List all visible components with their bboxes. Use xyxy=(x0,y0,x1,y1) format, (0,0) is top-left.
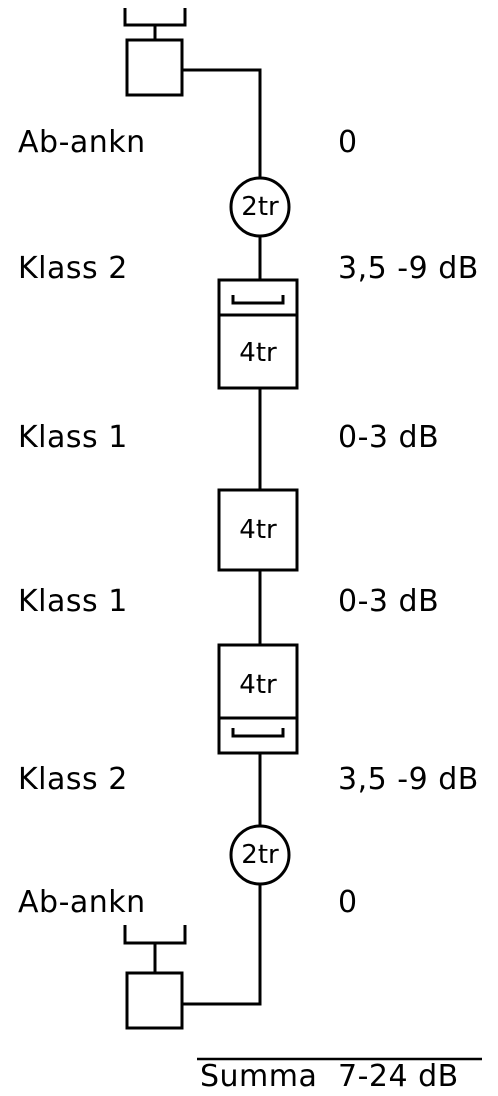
subscriber-line-top xyxy=(182,68,262,178)
hybrid-bottom-label: 2tr xyxy=(241,840,279,870)
exchange-3-box xyxy=(217,643,299,755)
stage-loss: 3,5 -9 dB xyxy=(338,762,479,797)
stage-name: Klass 1 xyxy=(18,420,128,455)
stage-loss: 0 xyxy=(338,885,358,920)
exchange-1-box xyxy=(217,278,299,390)
summary-label: Summa xyxy=(200,1059,318,1094)
stage-name: Klass 2 xyxy=(18,762,128,797)
summary-value: 7-24 dB xyxy=(338,1059,459,1094)
hybrid-top-label: 2tr xyxy=(241,192,279,222)
stage-name: Ab-ankn xyxy=(18,125,146,160)
stage-name: Klass 1 xyxy=(18,584,128,619)
subscriber-line-bottom xyxy=(182,884,262,1006)
stage-loss: 0-3 dB xyxy=(338,584,440,619)
telephone-top-icon xyxy=(123,8,187,97)
exchange-2-label: 4tr xyxy=(239,515,277,545)
stage-loss: 0 xyxy=(338,125,358,160)
stage-loss: 3,5 -9 dB xyxy=(338,251,479,286)
stage-name: Klass 2 xyxy=(18,251,128,286)
exchange-2-box xyxy=(217,488,299,572)
telephone-bottom-icon xyxy=(123,925,187,1030)
stage-loss: 0-3 dB xyxy=(338,420,440,455)
exchange-1-label: 4tr xyxy=(239,338,277,368)
exchange-3-label: 4tr xyxy=(239,670,277,700)
stage-name: Ab-ankn xyxy=(18,885,146,920)
